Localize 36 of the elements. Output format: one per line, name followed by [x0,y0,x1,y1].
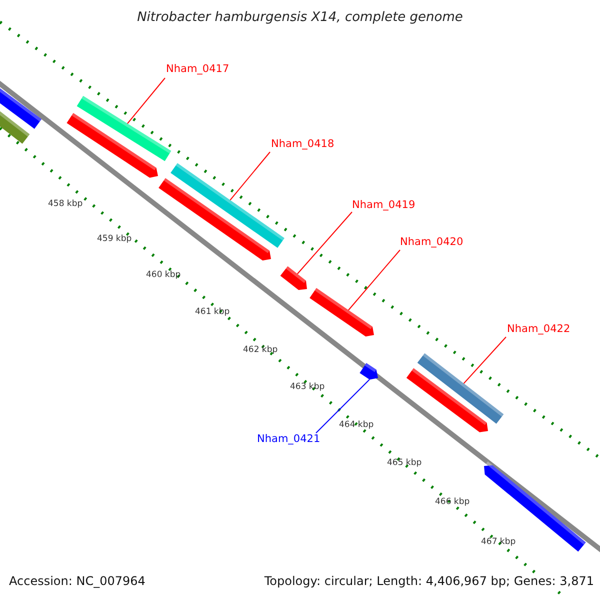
scale-label: 460 kbp [146,270,181,280]
gene-block [158,178,271,260]
genome-summary-text: Topology: circular; Length: 4,406,967 bp; Genes: 3,871 [264,574,594,588]
gene-block [76,96,172,162]
scale-label: 458 kbp [48,199,83,209]
gene-block [310,288,374,337]
leader-line [230,152,270,201]
gene-block [0,87,42,129]
title: Nitrobacter hamburgensis X14, complete genome [136,10,464,25]
gene-block [66,113,158,178]
gene-label: Nham_0417 [166,63,230,75]
leader-line [463,336,506,384]
scale-label: 465 kbp [387,458,422,468]
gene-block [170,163,284,248]
gene-block [417,353,504,424]
scale-label: 467 kbp [481,537,516,547]
leader-line [348,250,400,311]
gene-label: Nham_0422 [507,323,570,335]
gene-block [360,363,378,380]
leader-line [316,379,370,434]
gene-block [0,110,30,144]
scale-label: 463 kbp [290,382,325,392]
gene-block [406,368,488,432]
scale-label: 461 kbp [195,307,230,317]
leader-line [126,78,166,124]
scale-label: 459 kbp [97,234,132,244]
scale-label: 466 kbp [435,497,470,507]
scale-label: 462 kbp [243,345,278,355]
gene-label: Nham_0418 [271,138,334,150]
gene-block [280,266,307,290]
gene-label: Nham_0420 [400,236,464,248]
gene-label: Nham_0419 [352,199,416,211]
gene-label: Nham_0421 [257,433,320,445]
scale-label: 464 kbp [339,420,374,430]
accession-text: Accession: NC_007964 [9,574,146,588]
leader-line [296,212,352,274]
